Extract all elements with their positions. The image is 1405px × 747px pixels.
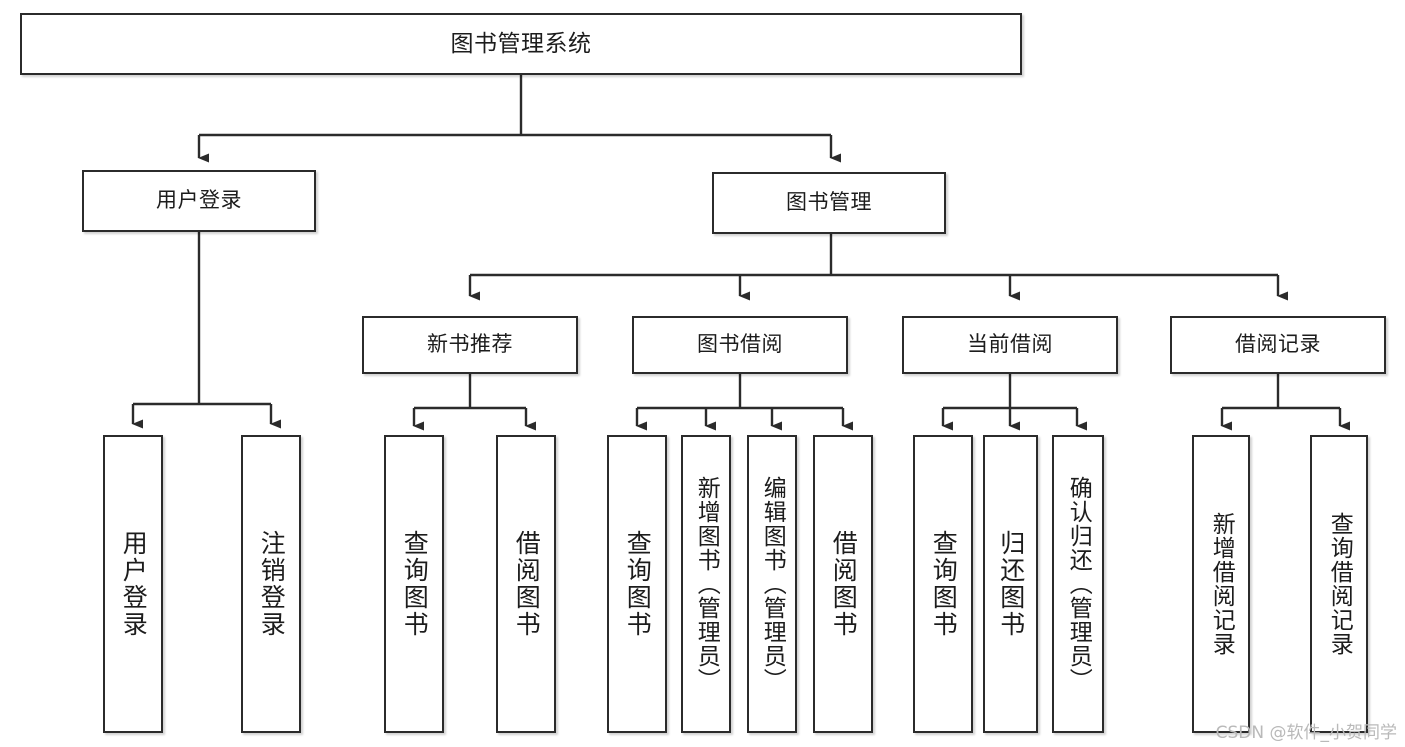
node-book-borrow[interactable]: 图书借阅 — [632, 316, 848, 374]
node-leaf-logout-label: 注销登录 — [257, 530, 287, 638]
node-current-borrow-label: 当前借阅 — [967, 332, 1053, 357]
node-book-manage-label: 图书管理 — [786, 190, 872, 215]
node-borrow-record-label: 借阅记录 — [1235, 332, 1321, 357]
node-leaf-return-book-label: 归还图书 — [996, 530, 1026, 638]
node-new-book-rec[interactable]: 新书推荐 — [362, 316, 578, 374]
node-leaf-return-book[interactable]: 归还图书 — [983, 435, 1038, 733]
node-root-label: 图书管理系统 — [450, 30, 592, 57]
node-leaf-borrow-book-2-label: 借阅图书 — [829, 530, 859, 638]
node-leaf-query-record-label: 查询借阅记录 — [1326, 512, 1353, 656]
node-borrow-record[interactable]: 借阅记录 — [1170, 316, 1386, 374]
node-user-login[interactable]: 用户登录 — [82, 170, 316, 232]
node-leaf-edit-book[interactable]: 编辑图书（管理员） — [747, 435, 797, 733]
node-leaf-query-book-1-label: 查询图书 — [400, 530, 430, 638]
node-leaf-confirm-return[interactable]: 确认归还（管理员） — [1052, 435, 1104, 733]
node-leaf-borrow-book-1[interactable]: 借阅图书 — [496, 435, 556, 733]
node-leaf-add-record[interactable]: 新增借阅记录 — [1192, 435, 1250, 733]
node-leaf-edit-book-label: 编辑图书（管理员） — [759, 476, 786, 692]
node-current-borrow[interactable]: 当前借阅 — [902, 316, 1118, 374]
node-leaf-add-book[interactable]: 新增图书（管理员） — [681, 435, 731, 733]
node-leaf-query-book-1[interactable]: 查询图书 — [384, 435, 444, 733]
node-leaf-borrow-book-2[interactable]: 借阅图书 — [813, 435, 873, 733]
csdn-watermark: CSDN @软件_小贺同学 — [1215, 723, 1397, 743]
node-user-login-label: 用户登录 — [156, 188, 242, 213]
node-root[interactable]: 图书管理系统 — [20, 13, 1022, 75]
node-leaf-query-book-2-label: 查询图书 — [623, 530, 653, 638]
node-book-manage[interactable]: 图书管理 — [712, 172, 946, 234]
node-leaf-confirm-return-label: 确认归还（管理员） — [1065, 476, 1092, 692]
node-leaf-query-book-3[interactable]: 查询图书 — [913, 435, 973, 733]
node-leaf-add-record-label: 新增借阅记录 — [1208, 512, 1235, 656]
node-new-book-rec-label: 新书推荐 — [427, 332, 513, 357]
node-leaf-add-book-label: 新增图书（管理员） — [693, 476, 720, 692]
node-leaf-query-book-2[interactable]: 查询图书 — [607, 435, 667, 733]
node-leaf-query-record[interactable]: 查询借阅记录 — [1310, 435, 1368, 733]
node-leaf-user-login[interactable]: 用户登录 — [103, 435, 163, 733]
node-leaf-query-book-3-label: 查询图书 — [929, 530, 959, 638]
node-leaf-user-login-label: 用户登录 — [119, 530, 149, 638]
node-leaf-logout[interactable]: 注销登录 — [241, 435, 301, 733]
node-book-borrow-label: 图书借阅 — [697, 332, 783, 357]
node-leaf-borrow-book-1-label: 借阅图书 — [512, 530, 542, 638]
